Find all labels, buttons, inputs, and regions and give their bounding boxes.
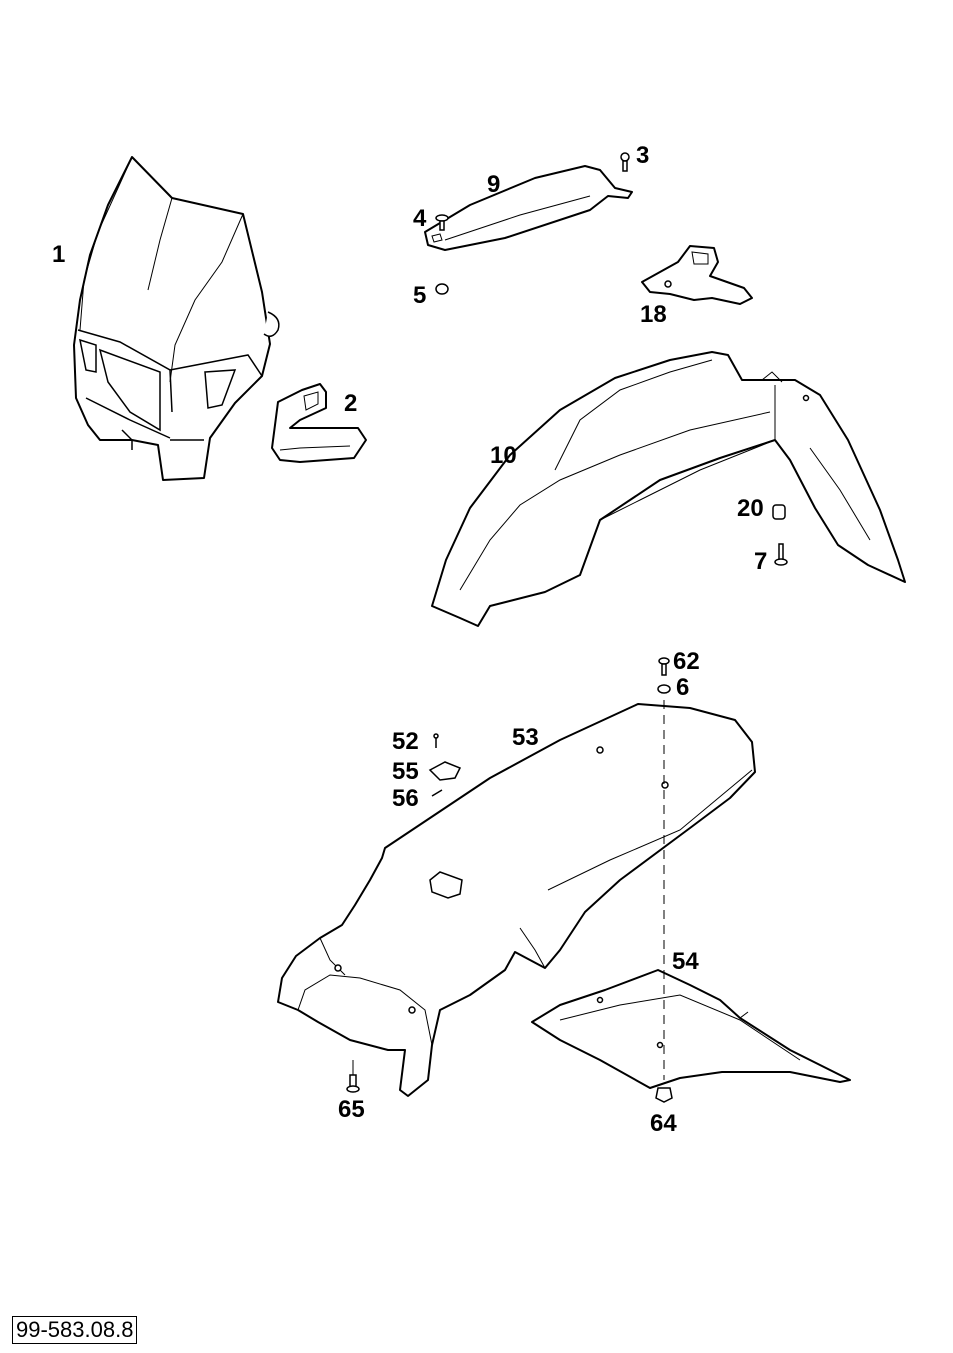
hardware-washer-6 [657,684,671,694]
callout-1: 1 [52,241,66,268]
callout-7: 7 [754,548,768,575]
hardware-nut-64 [655,1087,673,1103]
callout-9: 9 [487,171,501,198]
callout-20: 20 [737,495,764,522]
callout-52: 52 [392,728,419,755]
front-fender-part [431,351,906,627]
callout-10: 10 [490,442,517,469]
callout-64: 64 [650,1110,677,1137]
headlight-mask-part [73,156,280,481]
callout-53: 53 [512,724,539,751]
holder-part-9 [424,165,633,251]
hardware-screw-7 [774,543,788,566]
hardware-nut-5 [435,283,449,295]
callout-2: 2 [344,390,358,417]
bracket-part-2 [271,383,367,463]
document-id-box: 99-583.08.8 [12,1316,138,1345]
bracket-part-18 [641,245,753,305]
hardware-bolt-62 [658,657,670,676]
hardware-bolt-4 [435,214,449,231]
callout-5: 5 [413,282,427,309]
rear-fender-part [277,703,756,1097]
callout-55: 55 [392,758,419,785]
callout-56: 56 [392,785,419,812]
callout-65: 65 [338,1096,365,1123]
callout-54: 54 [672,948,699,975]
callout-62: 62 [673,648,700,675]
fender-extension-part [531,969,851,1089]
callout-3: 3 [636,142,650,169]
hardware-bush-20 [772,504,786,520]
hardware-bolt-3 [620,152,630,172]
hardware-plate-55 [428,761,462,781]
hardware-rivet-56 [431,789,443,797]
hardware-bolt-65 [346,1060,360,1093]
callout-4: 4 [413,205,427,232]
callout-18: 18 [640,301,667,328]
hardware-screw-52 [433,733,439,748]
callout-6: 6 [676,674,690,701]
